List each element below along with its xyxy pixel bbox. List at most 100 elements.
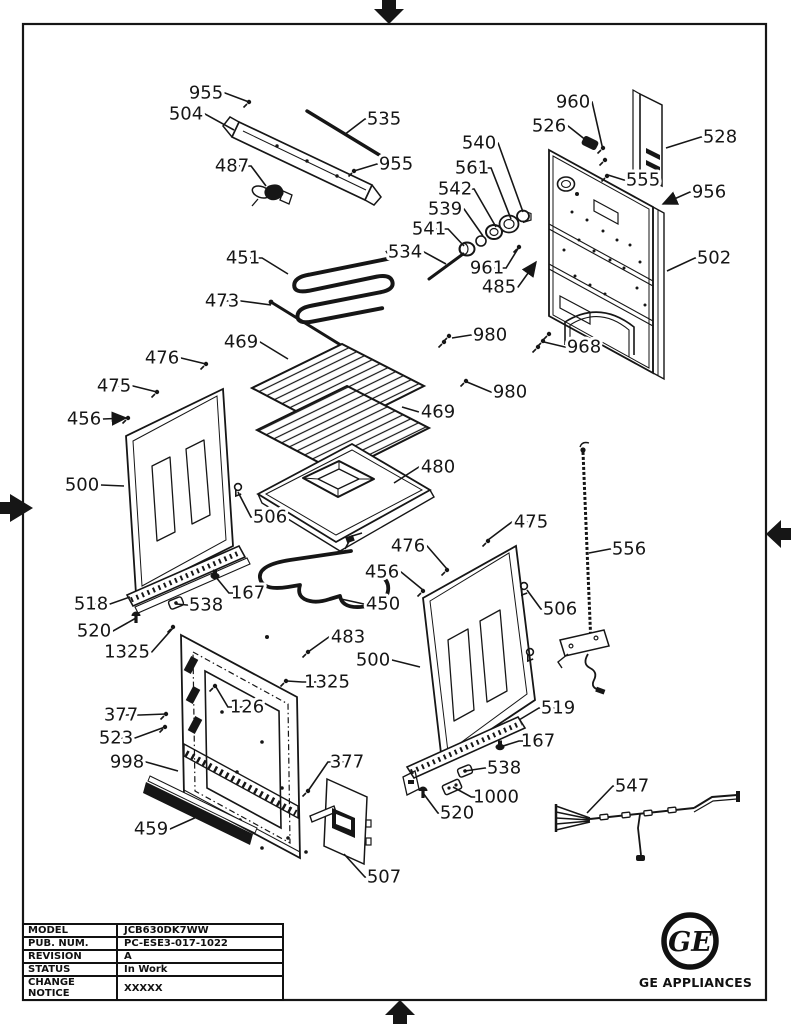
ge-monogram-text: GE [668, 927, 712, 958]
callout-leader-476 [162, 357, 207, 365]
callout-leader-956 [661, 191, 709, 205]
callout-469: 469 [401, 399, 458, 426]
tb-label-change-notice: CHANGE NOTICE [24, 977, 118, 999]
callout-leader-483 [307, 636, 348, 653]
callout-456: 456 [362, 559, 424, 591]
callout-label-555: 555 [626, 170, 660, 191]
callout-label-480: 480 [421, 457, 455, 478]
callout-450: 450 [340, 591, 403, 618]
callout-473: 473 [202, 288, 272, 315]
callout-leader-1000 [452, 786, 496, 798]
callout-leader-459 [151, 815, 200, 830]
callout-leader-126 [215, 686, 247, 708]
callout-label-540: 540 [462, 133, 496, 154]
callout-leader-523 [116, 726, 166, 739]
callout-label-956: 956 [692, 182, 726, 203]
callout-leader-561 [472, 167, 512, 220]
callout-960: 960 [553, 89, 604, 151]
callout-label-451: 451 [226, 248, 260, 269]
tb-label-status: STATUS [24, 964, 118, 975]
callout-leader-500 [373, 659, 421, 668]
callout-label-547: 547 [615, 776, 649, 797]
oven-racks-469 [249, 342, 432, 475]
callout-leader-520 [422, 792, 457, 814]
callout-label-1325: 1325 [304, 672, 350, 693]
callout-leader-538 [464, 767, 504, 772]
tb-label-pub-num: PUB. NUM. [24, 938, 118, 949]
callout-leader-955 [206, 92, 250, 103]
callout-label-377: 377 [104, 705, 138, 726]
callout-label-523: 523 [99, 728, 133, 749]
callout-485: 485 [479, 260, 537, 301]
callout-528: 528 [665, 124, 740, 151]
callout-label-500: 500 [356, 650, 390, 671]
callout-label-998: 998 [110, 752, 144, 773]
callout-538: 538 [175, 592, 226, 619]
oven-sensor-556 [557, 441, 610, 695]
callout-968: 968 [543, 334, 604, 361]
callout-label-487: 487 [215, 156, 249, 177]
callout-label-450: 450 [366, 594, 400, 615]
title-block-row-revision: REVISION A [24, 949, 282, 962]
callout-label-526: 526 [532, 116, 566, 137]
callout-label-502: 502 [697, 248, 731, 269]
callout-535: 535 [343, 106, 404, 136]
callout-547: 547 [586, 773, 652, 814]
callout-leader-520 [94, 617, 137, 632]
callout-label-519: 519 [541, 698, 575, 719]
oven-bottom-480 [256, 442, 435, 552]
callout-leader-555 [607, 174, 643, 181]
callout-leader-167 [499, 740, 538, 748]
access-panel-507 [309, 777, 372, 866]
callout-519: 519 [518, 695, 578, 722]
pressure-regulator-487 [251, 184, 293, 207]
callout-483: 483 [307, 624, 368, 653]
callout-label-167: 167 [521, 731, 555, 752]
shaft-534 [427, 252, 465, 281]
callout-leader-456 [382, 571, 424, 591]
callout-label-126: 126 [230, 697, 264, 718]
bracket-528 [632, 88, 663, 188]
callout-leader-519 [518, 707, 558, 721]
callout-leader-506 [526, 589, 560, 610]
callout-leader-480 [393, 466, 438, 484]
callout-955: 955 [353, 151, 416, 178]
callout-leader-504 [186, 113, 235, 131]
callout-label-968: 968 [567, 337, 601, 358]
callout-518: 518 [71, 591, 131, 618]
callout-1000: 1000 [452, 784, 522, 811]
panel-holes [562, 210, 647, 307]
callout-480: 480 [393, 454, 458, 484]
callout-label-980: 980 [473, 325, 507, 346]
callout-label-535: 535 [367, 109, 401, 130]
callout-leader-960 [573, 101, 604, 151]
callout-label-506: 506 [543, 599, 577, 620]
callout-label-538: 538 [487, 758, 521, 779]
registration-arrow-right [766, 520, 791, 548]
callout-leader-475 [114, 385, 158, 393]
tb-value-model: JCB630DK7WW [124, 925, 209, 936]
callout-1325: 1325 [101, 627, 174, 666]
callout-label-542: 542 [438, 179, 472, 200]
callout-506: 506 [237, 491, 290, 531]
callout-leader-968 [543, 341, 584, 348]
callout-label-475: 475 [97, 376, 131, 397]
ge-appliances-wordmark: GE APPLIANCES [638, 975, 753, 990]
callout-label-483: 483 [331, 627, 365, 648]
callout-label-167: 167 [231, 583, 265, 604]
callout-451: 451 [223, 245, 289, 275]
callout-476: 476 [142, 345, 207, 372]
callout-leader-540 [479, 142, 524, 213]
callout-leader-539 [445, 208, 484, 237]
callout-label-456: 456 [67, 409, 101, 430]
callout-leader-547 [586, 785, 632, 814]
callout-leader-377 [121, 713, 167, 716]
callout-leader-542 [455, 188, 497, 228]
fasteners [121, 99, 611, 798]
callout-label-456: 456 [365, 562, 399, 583]
callout-leader-1325 [127, 627, 174, 653]
callout-167: 167 [214, 575, 268, 607]
callout-label-459: 459 [134, 819, 168, 840]
wire-harness-547 [554, 791, 740, 861]
